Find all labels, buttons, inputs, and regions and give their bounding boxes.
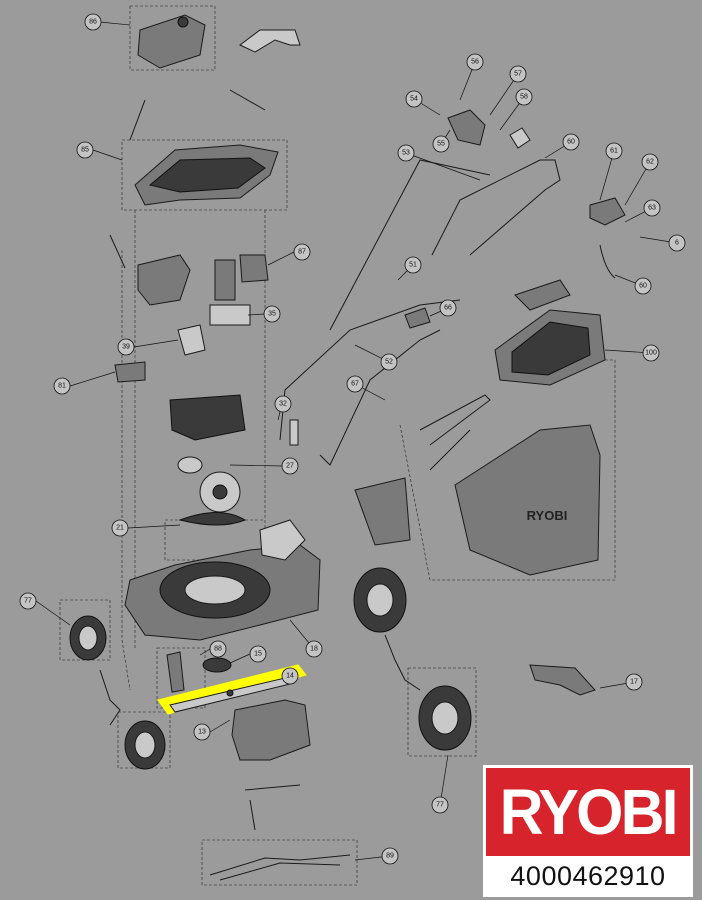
callout-88-label: 88 [214, 646, 222, 653]
callout-77-left-label: 77 [24, 598, 32, 605]
callout-58-label: 58 [520, 94, 528, 101]
callout-60-lower: 60 [634, 277, 652, 295]
motor-assembly [109, 234, 269, 526]
callout-89-label: 89 [386, 853, 394, 860]
callout-57-label: 57 [514, 71, 522, 78]
callout-85-label: 85 [81, 147, 89, 154]
grass-bag: RYOBI [354, 394, 601, 576]
callout-21: 21 [111, 519, 129, 537]
callout-13-label: 13 [198, 729, 206, 736]
callout-32: 32 [274, 395, 292, 413]
callout-77-left: 77 [19, 592, 37, 610]
part-89-rod [209, 854, 351, 881]
part-85-switch-box [129, 89, 279, 206]
callout-17: 17 [625, 673, 643, 691]
callout-21-label: 21 [116, 525, 124, 532]
callout-6: 6 [668, 234, 686, 252]
callout-67-label: 67 [351, 381, 359, 388]
callout-6-label: 6 [675, 240, 679, 247]
callout-15: 15 [249, 645, 267, 663]
callout-61-label: 61 [610, 148, 618, 155]
wheels [69, 567, 472, 770]
callout-51-label: 51 [409, 262, 417, 269]
callout-63-label: 63 [648, 205, 656, 212]
callout-13: 13 [193, 723, 211, 741]
callout-60-lower-label: 60 [639, 283, 647, 290]
callout-77-right-label: 77 [436, 802, 444, 809]
lower-blade-parts [166, 651, 311, 831]
callout-32-label: 32 [279, 401, 287, 408]
callout-17-label: 17 [630, 679, 638, 686]
part-17-bracket [529, 664, 596, 696]
callout-57: 57 [509, 65, 527, 83]
part-100-bag-top [494, 279, 606, 386]
callout-53: 53 [397, 144, 415, 162]
callout-15-label: 15 [254, 651, 262, 658]
callout-66: 66 [439, 299, 457, 317]
part-86-cover [137, 14, 301, 69]
callout-60-top-label: 60 [567, 139, 575, 146]
callout-60-top: 60 [562, 133, 580, 151]
handle-assembly [279, 109, 626, 466]
callout-14: 14 [281, 667, 299, 685]
callout-53-label: 53 [402, 150, 410, 157]
callout-81: 81 [53, 377, 71, 395]
callout-86-label: 86 [89, 19, 97, 26]
callout-39: 39 [117, 338, 135, 356]
callout-55-label: 55 [437, 141, 445, 148]
callout-66-label: 66 [444, 305, 452, 312]
callout-87-label: 87 [298, 249, 306, 256]
callout-85: 85 [76, 141, 94, 159]
callout-56-label: 56 [471, 59, 479, 66]
callout-77-right: 77 [431, 796, 449, 814]
callout-100: 100 [642, 344, 660, 362]
callout-100-label: 100 [645, 350, 657, 357]
callout-55: 55 [432, 135, 450, 153]
callout-51: 51 [404, 256, 422, 274]
callout-58: 58 [515, 88, 533, 106]
mower-deck [124, 519, 321, 641]
callout-27: 27 [281, 457, 299, 475]
callout-81-label: 81 [58, 383, 66, 390]
callout-87: 87 [293, 243, 311, 261]
callout-52-label: 52 [385, 359, 393, 366]
bag-brand-text: RYOBI [527, 508, 568, 523]
callout-35: 35 [263, 305, 281, 323]
brand-logo: RYOBI [486, 768, 690, 856]
callout-56: 56 [466, 53, 484, 71]
callout-27-label: 27 [286, 463, 294, 470]
callout-88: 88 [209, 640, 227, 658]
brand-logo-panel: RYOBI 4000462910 [483, 765, 693, 897]
callout-86: 86 [84, 13, 102, 31]
callout-62: 62 [641, 153, 659, 171]
callout-54-label: 54 [410, 96, 418, 103]
callout-67: 67 [346, 375, 364, 393]
callout-54: 54 [405, 90, 423, 108]
callout-52: 52 [380, 353, 398, 371]
callout-14-label: 14 [286, 673, 294, 680]
callout-18-label: 18 [310, 646, 318, 653]
callout-61: 61 [605, 142, 623, 160]
brand-logo-text: RYOBI [499, 776, 679, 848]
callout-63: 63 [643, 199, 661, 217]
callout-62-label: 62 [646, 159, 654, 166]
callout-39-label: 39 [122, 344, 130, 351]
callout-89: 89 [381, 847, 399, 865]
part-number: 4000462910 [510, 861, 666, 891]
callout-35-label: 35 [268, 311, 276, 318]
callout-18: 18 [305, 640, 323, 658]
